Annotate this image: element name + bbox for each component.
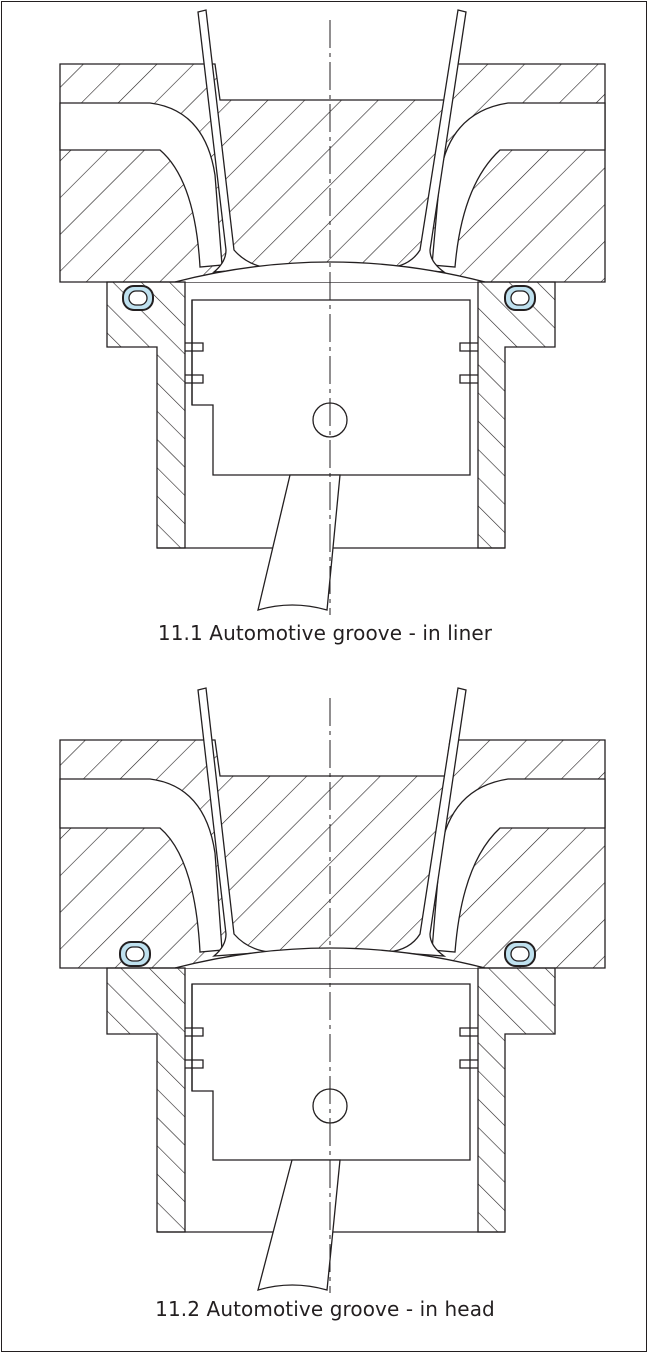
intake-port	[59, 102, 223, 268]
cylinder-head	[59, 63, 606, 283]
connecting-rod	[257, 474, 341, 611]
piston	[191, 983, 471, 1161]
figure-11-1: 11.1 Automotive groove - in liner	[0, 0, 650, 645]
cylinder-liner-right	[477, 967, 556, 1233]
ring-groove-right-2	[459, 374, 478, 384]
ring-groove-left-2	[185, 374, 204, 384]
exhaust-port	[431, 102, 606, 268]
cylinder-liner-left	[106, 281, 186, 549]
cylinder-liner-left	[106, 967, 186, 1233]
seal-ring-left-inner	[125, 946, 145, 962]
seal-ring-right-inner	[510, 946, 530, 962]
engine-section-drawing-head-groove	[59, 687, 606, 1293]
ring-groove-left-1	[185, 342, 204, 352]
ring-groove-right-1	[459, 1027, 478, 1037]
exhaust-valve	[387, 9, 467, 273]
ring-groove-right-1	[459, 342, 478, 352]
figure-caption: 11.2 Automotive groove - in head	[155, 1297, 495, 1321]
seal-ring-right-inner	[510, 290, 530, 306]
piston	[191, 299, 471, 476]
intake-port	[59, 778, 223, 953]
ring-groove-left-2	[185, 1059, 204, 1069]
engine-section-drawing-liner-groove	[59, 9, 606, 615]
exhaust-port	[431, 778, 606, 953]
figure-caption: 11.1 Automotive groove - in liner	[157, 621, 493, 645]
seal-ring-left-inner	[128, 290, 148, 306]
cylinder-head	[59, 739, 606, 969]
cylinder-liner-right	[477, 281, 556, 549]
ring-groove-left-1	[185, 1027, 204, 1037]
ring-groove-right-2	[459, 1059, 478, 1069]
exhaust-valve	[387, 687, 467, 957]
figure-11-2: 11.2 Automotive groove - in head	[0, 678, 650, 1321]
connecting-rod	[257, 1159, 341, 1291]
